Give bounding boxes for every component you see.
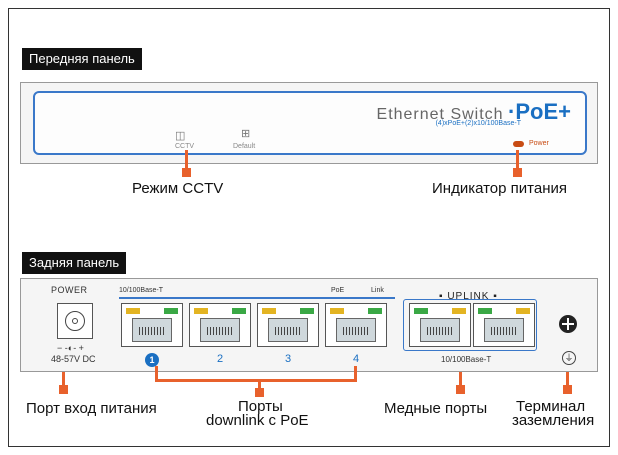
- back-panel: POWER − -◐- + 48-57V DC 10/100Base-T PoE…: [20, 278, 598, 372]
- poe-port-4: [325, 303, 387, 347]
- brand-subtitle: (4)xPoE+(2)x10/100Base-T: [435, 120, 521, 127]
- brand: Ethernet Switch ·PoE+: [377, 99, 571, 125]
- port-number-3: 3: [285, 353, 292, 365]
- back-panel-label: Задняя панель: [22, 252, 127, 274]
- dc-power-jack: [57, 303, 93, 339]
- cctv-callout-marker: [182, 168, 191, 177]
- cctv-mode-callout: Режим CCTV: [132, 180, 224, 197]
- copper-ports-callout: Медные порты: [384, 400, 488, 417]
- port-number-2: 2: [217, 353, 224, 365]
- front-panel-label: Передняя панель: [22, 48, 142, 70]
- default-label: Default: [233, 143, 256, 150]
- power-port-callout: Порт вход питания: [26, 400, 157, 417]
- downlink-bracket-right: [354, 366, 357, 380]
- power-indicator-callout: Индикатор питания: [432, 180, 567, 197]
- port-number-4: 4: [353, 353, 360, 365]
- downlink-callout-line1: Порты: [238, 398, 283, 415]
- ground-callout-marker: [563, 385, 572, 394]
- ground-symbol-icon: ⏚: [562, 351, 576, 365]
- copper-ports-callout-marker: [456, 385, 465, 394]
- copper-ports-callout-line: [459, 372, 462, 388]
- cctv-switch-icon: ◫: [175, 130, 186, 142]
- front-panel: Ethernet Switch ·PoE+ (4)xPoE+(2)x10/100…: [20, 82, 598, 164]
- brand-model: ·PoE+: [508, 99, 571, 124]
- power-led-label: Power: [529, 140, 549, 147]
- cctv-callout-line: [185, 150, 188, 170]
- downlink-bracket-left: [155, 366, 158, 380]
- poe-port-1: [121, 303, 183, 347]
- poe-header: PoE: [331, 287, 345, 294]
- voltage-label: 48-57V DC: [51, 354, 96, 364]
- downlink-callout-line: [258, 380, 261, 390]
- ground-callout-line2: заземления: [512, 412, 595, 429]
- uplink-label: ▪ UPLINK ▪: [439, 291, 498, 302]
- front-bezel: Ethernet Switch ·PoE+ (4)xPoE+(2)x10/100…: [33, 91, 587, 155]
- poe-port-2: [189, 303, 251, 347]
- ground-screw-icon: [559, 315, 577, 333]
- ground-callout-line1: Терминал: [516, 398, 586, 415]
- link-header: Link: [371, 287, 384, 294]
- network-icon: ⊞: [241, 128, 251, 140]
- power-port-callout-marker: [59, 385, 68, 394]
- power-indicator-callout-marker: [513, 168, 522, 177]
- port-number-1: 1: [145, 353, 159, 367]
- uplink-speed-label: 10/100Base-T: [441, 355, 492, 364]
- uplink-group: [403, 299, 537, 351]
- ground-callout-line: [566, 372, 569, 388]
- power-port-callout-line: [62, 372, 65, 388]
- power-port-label: POWER: [51, 285, 88, 295]
- downlink-callout-marker: [255, 388, 264, 397]
- poe-port-3: [257, 303, 319, 347]
- uplink-port-1: [409, 303, 471, 347]
- cctv-label: CCTV: [175, 143, 195, 150]
- downlink-speed-header: 10/100Base-T: [119, 287, 163, 294]
- brand-name: Ethernet Switch: [376, 106, 504, 123]
- power-led: [513, 141, 524, 147]
- downlink-rule: [119, 297, 395, 299]
- power-indicator-callout-line: [516, 150, 519, 170]
- uplink-port-2: [473, 303, 535, 347]
- downlink-bracket: [155, 379, 357, 382]
- figure-frame: [8, 8, 610, 447]
- polarity-symbol: − -◐- +: [57, 343, 84, 353]
- downlink-callout-line2: downlink с PoE: [206, 412, 309, 429]
